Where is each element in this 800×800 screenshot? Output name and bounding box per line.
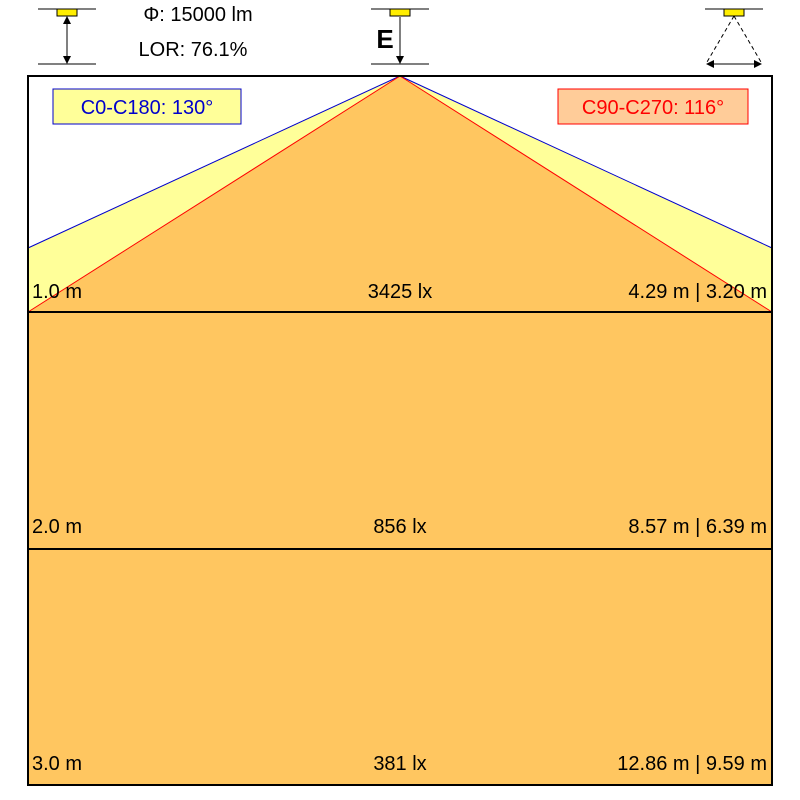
c90-c270-angle-label: C90-C270: 116° [582,97,724,119]
c0-c180-angle-label: C0-C180: 130° [81,97,214,119]
level-illuminance: 381 lx [373,753,426,775]
lor-label: LOR: 76.1% [139,39,248,61]
level-distance: 3.0 m [32,753,82,775]
level-distance: 2.0 m [32,516,82,538]
level-beam-diameters: 12.86 m | 9.59 m [617,753,767,775]
level-distance: 1.0 m [32,281,82,303]
illuminance-icon [371,8,429,65]
beam-diameter-icon [705,8,763,68]
level-row-1: 1.0 m 3425 lx 4.29 m | 3.20 m [32,281,767,303]
c90-c270-beam-edge-left [27,75,401,313]
mounting-height-icon [38,8,96,65]
illuminance-symbol: E [376,24,393,54]
c90-c270-beam-edge-right [399,75,773,313]
level-illuminance: 856 lx [373,516,426,538]
c0-c180-beam-edge-right [399,75,773,249]
c0-c180-beam-edge-left [27,75,401,249]
beam-cone-area [27,75,773,786]
level-row-3: 3.0 m 381 lx 12.86 m | 9.59 m [32,753,767,775]
level-beam-diameters: 4.29 m | 3.20 m [628,281,767,303]
diagram-frame [27,75,773,786]
level-illuminance: 3425 lx [368,281,433,303]
level-row-2: 2.0 m 856 lx 8.57 m | 6.39 m [32,516,767,538]
c0-c180-angle-badge: C0-C180: 130° [52,88,242,125]
level-beam-diameters: 8.57 m | 6.39 m [628,516,767,538]
luminous-flux-label: Φ: 15000 lm [143,4,252,26]
c90-c270-beam-cone [28,76,772,312]
c90-c270-angle-badge: C90-C270: 116° [557,88,749,125]
